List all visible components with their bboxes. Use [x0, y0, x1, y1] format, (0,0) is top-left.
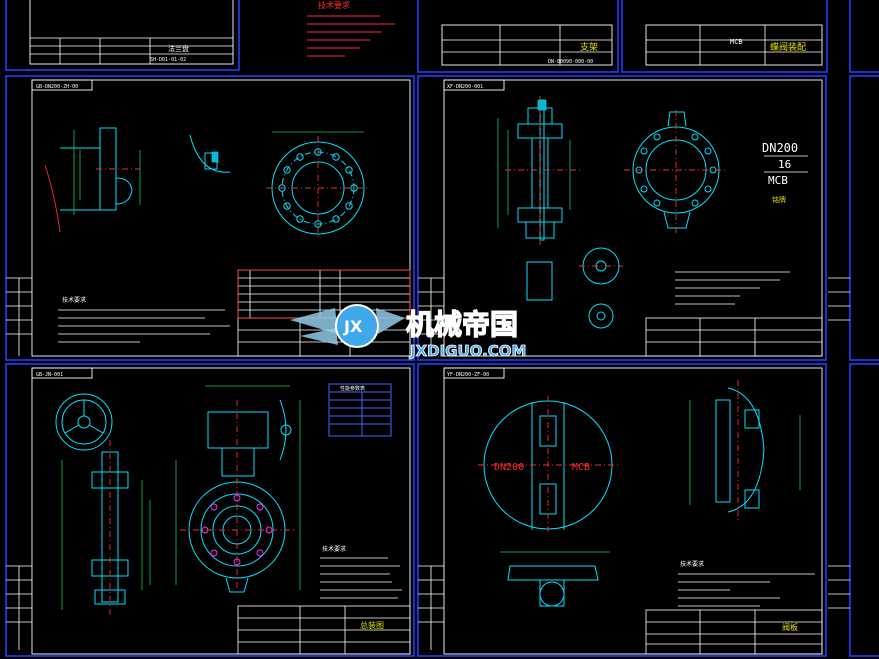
- mid-right-code: XF-DN200-001: [447, 84, 483, 90]
- bottom-right-title-name: 阀板: [782, 622, 798, 632]
- top-right-sheet: MCB 蝶阀装配: [621, 0, 879, 73]
- mid-right-sheet: XF-DN200-001: [417, 75, 827, 361]
- top-right-model: MCB: [730, 38, 743, 46]
- top-mid-title: 支架: [580, 41, 598, 53]
- watermark-cn: 机械帝国: [406, 308, 518, 341]
- top-mid-sheet: 支架 DN-00090-000-00: [417, 0, 619, 73]
- valve-assembly-front: [180, 399, 294, 593]
- top-mid-code: DN-00090-000-00: [548, 59, 593, 65]
- watermark-emblem-text: JX: [343, 317, 363, 336]
- watermark-en: JXDIGUO.COM: [409, 342, 526, 360]
- nameplate-label: 铭牌: [772, 195, 786, 204]
- nameplate-dn: DN200: [762, 141, 798, 155]
- nameplate-pn: 16: [778, 158, 791, 171]
- watermark-emblem: [335, 304, 379, 348]
- nameplate: DN200 16 MCB 铭牌: [762, 141, 808, 204]
- tech-req-title: 技术要求: [318, 0, 350, 10]
- mid-left-code: GB-DN200-ZH-00: [36, 84, 78, 90]
- bottom-right-sheet: YF-DN200-ZF-00 DN200 MCB: [417, 363, 827, 657]
- bottom-left-notes-title: 技术要求: [322, 545, 346, 553]
- right-edge-partial-sheets: [828, 75, 879, 657]
- mid-left-sheet: GB-DN200-ZH-00: [5, 75, 415, 361]
- nameplate-model: MCB: [768, 174, 788, 187]
- bottom-left-title-name: 总装图: [360, 620, 384, 630]
- bottom-right-code: YF-DN200-ZF-00: [447, 372, 489, 378]
- disc-view: DN200 MCB: [478, 396, 618, 534]
- top-left-code: SH-D01-01-02: [150, 57, 186, 63]
- disc-dn-label: DN200: [494, 462, 524, 473]
- top-left-sheet: 法兰盘 SH-D01-01-02: [5, 0, 240, 71]
- bottom-left-sheet: GB-JN-001: [5, 363, 415, 657]
- top-left-title: 法兰盘: [168, 44, 189, 53]
- valve-front-view: [624, 110, 728, 234]
- performance-table: 性能参数表: [328, 383, 392, 437]
- bottom-right-notes-title: 技术要求: [680, 560, 704, 568]
- tech-requirements-top: 技术要求: [307, 0, 395, 57]
- perf-table-title: 性能参数表: [340, 385, 365, 392]
- mid-left-notes-title: 技术要求: [62, 296, 86, 304]
- top-right-title: 蝶阀装配: [770, 41, 806, 53]
- watermark-logo: JX 机械帝国 JXDIGUO.COM: [290, 304, 527, 360]
- flange-front-view: [266, 131, 370, 240]
- bottom-left-code: GB-JN-001: [36, 372, 63, 378]
- disc-mcb-label: MCB: [572, 462, 590, 473]
- handwheel: [55, 393, 113, 451]
